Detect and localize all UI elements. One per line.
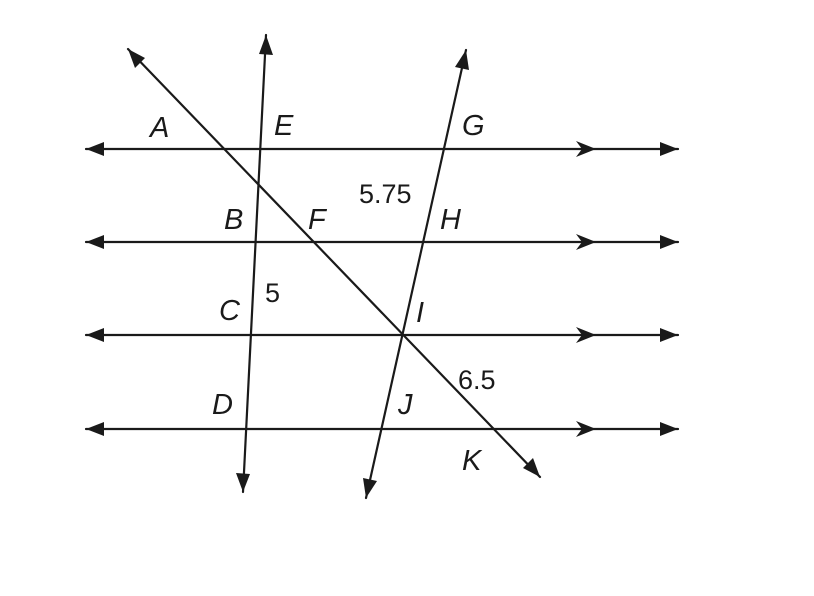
arrowhead-left-icon xyxy=(86,235,104,249)
parallel-mark-icon xyxy=(576,421,596,437)
transversal-line-ak xyxy=(126,47,542,479)
point-label-e: E xyxy=(274,110,294,142)
point-label-h: H xyxy=(440,204,461,236)
transversal-ak xyxy=(126,47,542,479)
point-label-d: D xyxy=(212,389,233,421)
measurement-labels: 5.75 5 6.5 xyxy=(265,179,496,395)
measurement-bc: 5 xyxy=(265,278,280,308)
point-label-j: J xyxy=(397,389,413,421)
point-labels: A E G B F H C I D J K xyxy=(148,110,485,477)
arrowhead-right-icon xyxy=(660,422,678,436)
parallel-mark-icon xyxy=(576,234,596,250)
transversal-gj xyxy=(363,48,469,500)
transversal-line-gj xyxy=(364,48,468,500)
transversal-ed xyxy=(236,33,273,494)
point-label-g: G xyxy=(462,110,485,142)
arrowhead-left-icon xyxy=(86,328,104,342)
arrowhead-right-icon xyxy=(660,235,678,249)
point-label-f: F xyxy=(308,204,328,236)
arrowhead-down-icon xyxy=(363,478,377,498)
arrowhead-left-icon xyxy=(86,422,104,436)
arrowhead-up-icon xyxy=(259,35,273,55)
arrowhead-left-icon xyxy=(86,142,104,156)
point-label-k: K xyxy=(462,445,483,477)
arrowhead-right-icon xyxy=(660,142,678,156)
parallel-mark-icon xyxy=(576,141,596,157)
point-label-a: A xyxy=(148,112,169,144)
point-label-b: B xyxy=(224,204,243,236)
arrowhead-up-left-icon xyxy=(128,49,145,68)
point-label-c: C xyxy=(219,295,241,327)
point-label-i: I xyxy=(416,297,424,329)
measurement-ik: 6.5 xyxy=(458,365,496,395)
arrowhead-down-icon xyxy=(236,473,250,492)
measurement-gh: 5.75 xyxy=(359,179,412,209)
arrowhead-down-right-icon xyxy=(523,458,540,477)
arrowhead-up-icon xyxy=(455,50,469,70)
transversal-line-ed xyxy=(241,33,268,494)
parallel-mark-icon xyxy=(576,327,596,343)
arrowhead-right-icon xyxy=(660,328,678,342)
